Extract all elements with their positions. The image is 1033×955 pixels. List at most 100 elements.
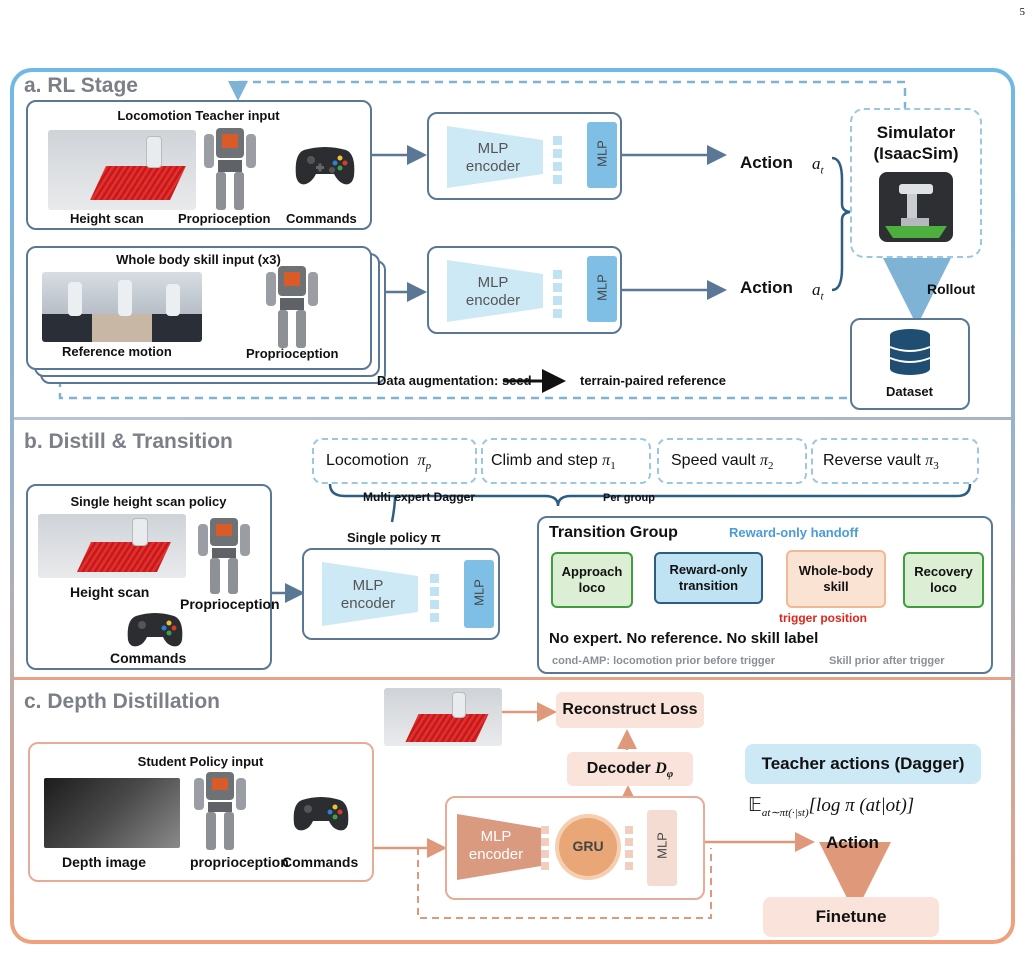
action-symbol-skill: at: [812, 280, 824, 303]
expert-locomotion-label: Locomotion πp: [326, 452, 432, 473]
expert-locomotion: Locomotion πp: [312, 438, 477, 484]
dataset-box: Dataset: [850, 318, 970, 410]
page-number: 5: [1019, 6, 1026, 18]
robot-image: [194, 516, 254, 603]
latent-dots: [553, 270, 562, 322]
recovery-loco-node: Recovery loco: [903, 552, 984, 608]
mlp-encoder-label: MLP encoder: [465, 274, 521, 309]
proprioception-label: Proprioception: [246, 346, 339, 361]
simulator-box: Simulator (IsaacSim): [850, 108, 982, 258]
isaacsim-icon: [879, 172, 953, 242]
single-policy-network: MLP encoder MLP: [302, 548, 500, 640]
gru-label: GRU: [572, 838, 604, 854]
commands-label: Commands: [286, 211, 357, 226]
cond-amp-left: cond-AMP: locomotion prior before trigge…: [552, 655, 776, 667]
student-input-box: Student Policy input Depth image proprio…: [28, 742, 374, 882]
reconstruct-height-image: [384, 688, 502, 746]
section-a-title: a. RL Stage: [24, 74, 138, 97]
student-input-title: Student Policy input: [137, 754, 264, 769]
mlp-encoder-shape: [322, 562, 418, 626]
mlp-head: [647, 810, 677, 886]
depth-image: [44, 778, 180, 848]
reference-motion-image: [42, 272, 202, 342]
expert-reverse-vault-label: Reverse vault π3: [823, 452, 939, 473]
mlp-head: [464, 560, 494, 628]
per-group-label: Per group: [603, 492, 655, 504]
mlp-encoder-label: MLP encoder: [465, 140, 521, 175]
gru-icon: [559, 818, 617, 876]
action-label-skill: Action: [740, 278, 793, 297]
expert-climb-step: Climb and step π1: [481, 438, 651, 484]
section-divider-ab: [14, 417, 1011, 420]
gamepad-image: [292, 794, 350, 839]
commands-label: Commands: [110, 650, 187, 666]
robot-image: [190, 770, 250, 859]
augmentation-right-label: terrain-paired reference: [580, 373, 726, 388]
mlp-encoder-label: MLP encoder: [340, 577, 396, 612]
teacher-actions-box: Teacher actions (Dagger): [745, 744, 981, 784]
mlp-head-label: MLP: [594, 140, 610, 167]
height-scan-image: [38, 514, 186, 578]
latent-dots: [553, 136, 562, 188]
latent-dots: [541, 826, 549, 870]
proprioception-label: proprioception: [190, 854, 289, 870]
reference-motion-label: Reference motion: [62, 344, 172, 359]
single-policy-label: Single policy π: [347, 530, 441, 545]
robot-image: [200, 126, 260, 219]
teacher-input-title: Locomotion Teacher input: [117, 108, 280, 123]
latent-dots: [430, 574, 439, 626]
mlp-head-label: MLP: [471, 579, 487, 606]
skill-input-box: Whole body skill input (x3) Reference mo…: [26, 246, 372, 370]
multi-expert-label: Multi expert Dagger: [363, 490, 476, 504]
rollout-label: Rollout: [927, 281, 976, 297]
expert-speed-vault: Speed vault π2: [657, 438, 807, 484]
no-expert-note: No expert. No reference. No skill label: [549, 630, 819, 647]
whole-body-skill-node: Whole-body skill: [786, 550, 886, 608]
teacher-network-box: MLP encoder MLP: [427, 112, 622, 200]
proprioception-label: Proprioception: [178, 211, 271, 226]
skill-network-box: MLP encoder MLP: [427, 246, 622, 334]
teacher-input-box: Locomotion Teacher input Height scan Pro…: [26, 100, 372, 230]
mlp-head: [587, 122, 617, 188]
single-policy-input-box: Single height scan policy Height scan Pr…: [26, 484, 280, 670]
transition-group-title: Transition Group: [549, 524, 678, 541]
trigger-position-label: trigger position: [779, 611, 867, 625]
reconstruct-loss-box: Reconstruct Loss: [556, 692, 704, 728]
action-symbol-teacher: at: [812, 154, 824, 177]
height-scan-label: Height scan: [70, 584, 150, 600]
student-network-box: MLP encoder GRU MLP: [445, 796, 705, 900]
decoder-box: Decoder Dφ: [567, 752, 693, 786]
latent-dots: [625, 826, 633, 870]
mlp-encoder-label: MLP encoder: [468, 828, 524, 863]
dagger-objective-formula: 𝔼at∼πt(·|st)[log π (at|ot)]: [748, 795, 915, 819]
mlp-encoder-shape: [447, 126, 543, 188]
reward-handoff-label: Reward-only handoff: [729, 525, 859, 540]
mlp-head: [587, 256, 617, 322]
height-scan-image: [48, 130, 196, 210]
gamepad-image: [294, 144, 356, 193]
finetune-box: Finetune: [763, 897, 939, 937]
commands-label: Commands: [282, 854, 359, 870]
expert-climb-step-label: Climb and step π1: [491, 452, 616, 473]
single-policy-input-title: Single height scan policy: [70, 494, 227, 509]
mlp-head-label: MLP: [594, 274, 610, 301]
section-b-title: b. Distill & Transition: [24, 430, 233, 453]
approach-loco-node: Approach loco: [551, 552, 633, 608]
proprioception-label: Proprioception: [180, 596, 280, 612]
augmentation-left-label: Data augmentation: seed: [377, 373, 532, 388]
height-scan-label: Height scan: [70, 211, 144, 226]
database-icon: [888, 328, 932, 381]
action-label-teacher: Action: [740, 153, 793, 172]
skill-input-title: Whole body skill input (x3): [116, 252, 281, 267]
mlp-encoder-shape: [447, 260, 543, 322]
expert-speed-vault-label: Speed vault π2: [671, 452, 774, 473]
expert-reverse-vault: Reverse vault π3: [811, 438, 979, 484]
dataset-label: Dataset: [886, 384, 933, 399]
simulator-label: Simulator (IsaacSim): [873, 123, 959, 163]
cond-amp-right: Skill prior after trigger: [829, 655, 945, 667]
section-divider-bc: [14, 677, 1011, 680]
mlp-encoder-shape: [457, 814, 541, 880]
section-c-title: c. Depth Distillation: [24, 690, 221, 713]
depth-image-label: Depth image: [62, 854, 147, 870]
mlp-head-label: MLP: [654, 832, 670, 859]
